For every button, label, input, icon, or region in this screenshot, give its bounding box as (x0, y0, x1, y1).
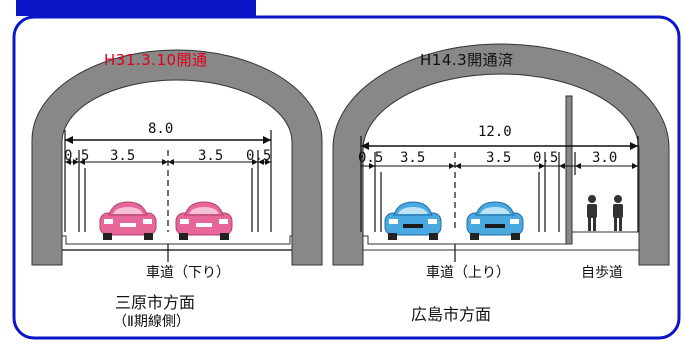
right-total-width: 12.0 (478, 124, 512, 140)
left-dim-shoulder-left: 0.5 (64, 148, 90, 164)
left-total-width: 8.0 (148, 121, 174, 137)
right-dim-shoulder-left: 0.5 (358, 150, 384, 166)
outer-frame (12, 15, 681, 340)
left-dim-lane-left: 3.5 (110, 148, 136, 164)
pedestrian-icon (587, 195, 597, 231)
left-lane-caption: 車道（下り） (146, 265, 230, 281)
left-tunnel-title: H31.3.10開通 (104, 51, 208, 69)
right-dim-lane-left: 3.5 (400, 150, 426, 166)
right-dim-lane-right: 3.5 (486, 150, 512, 166)
right-direction: 広島市方面 (411, 305, 492, 324)
left-dim-lane-right: 3.5 (198, 148, 224, 164)
right-tunnel (332, 43, 670, 266)
right-dim-shoulder-right: 0.5 (533, 150, 559, 166)
blue-car-icon (466, 201, 524, 240)
pedestrian-icon (613, 195, 623, 231)
right-lane-caption: 車道（上り） (426, 265, 510, 281)
header-tab (16, 0, 256, 16)
left-tunnel (31, 49, 323, 266)
right-tunnel-title: H14.3開通済 (420, 51, 514, 69)
pink-car-icon (99, 201, 157, 240)
right-dim-sidewalk: 3.0 (592, 150, 618, 166)
pink-car-icon (175, 201, 233, 240)
blue-car-icon (384, 201, 442, 240)
left-direction: 三原市方面 (115, 293, 196, 312)
sidewalk-caption: 自歩道 (581, 265, 623, 281)
left-subtitle: （Ⅱ期線側） (113, 314, 190, 330)
left-dim-shoulder-right: 0.5 (246, 148, 272, 164)
